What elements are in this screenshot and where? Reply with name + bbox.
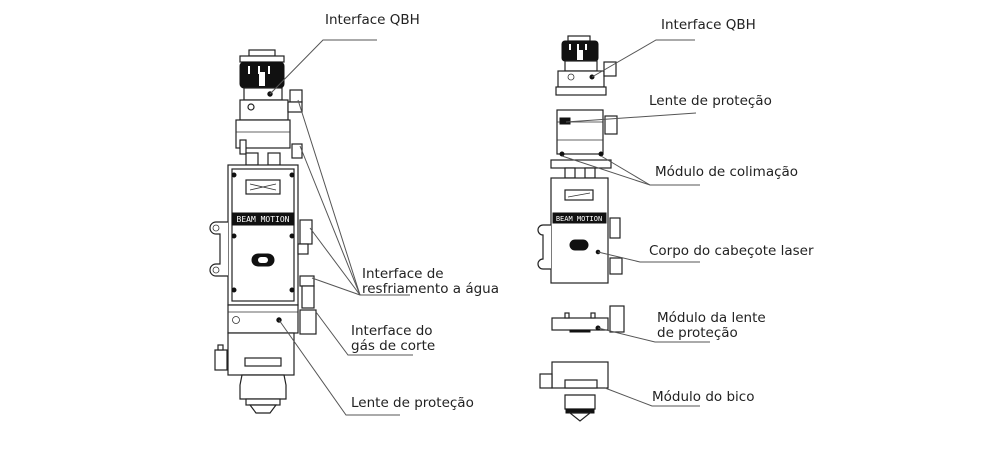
leader-left-lens <box>278 319 400 416</box>
label-left-protection-lens: Lente de proteção <box>351 395 474 411</box>
label-left-water-line2: resfriamento a água <box>362 281 500 297</box>
label-right-collimation-module: Módulo de colimação <box>655 164 799 180</box>
leader-right-lens <box>565 112 697 123</box>
right-qbh-module <box>555 35 617 96</box>
right-lens-module <box>551 305 625 333</box>
right-leader-lines <box>561 39 710 407</box>
leader-left-water-2 <box>299 145 361 296</box>
leader-left-water-4 <box>311 277 361 296</box>
label-left-cutting-gas: Interface do gás de corte <box>351 324 435 354</box>
leader-left-gas <box>315 311 413 356</box>
label-left-gas-line1: Interface do <box>351 323 433 339</box>
label-right-protection-lens: Lente de proteção <box>649 93 772 109</box>
label-left-gas-line2: gás de corte <box>351 338 436 354</box>
left-collimation-section <box>235 119 303 166</box>
label-right-qbh-interface: Interface QBH <box>661 17 756 33</box>
left-qbh-connector <box>239 49 303 121</box>
leader-left-water-3 <box>309 227 361 296</box>
left-lens-section <box>214 304 317 414</box>
left-brand-plate: BEAM MOTION <box>237 215 290 224</box>
label-right-head-body: Corpo do cabeçote laser <box>649 243 814 259</box>
leader-right-qbh <box>591 39 695 78</box>
label-left-water-line1: Interface de <box>362 266 444 282</box>
label-right-lens-module-line2: de proteção <box>657 325 738 341</box>
right-brand-plate: BEAM MOTION <box>556 215 602 223</box>
label-right-lens-module: Módulo da lente de proteção <box>657 311 766 341</box>
leader-right-body <box>597 251 700 263</box>
right-nozzle-module <box>539 361 609 422</box>
left-leader-lines <box>269 39 413 416</box>
left-laser-head-drawing: BEAM MOTION <box>209 49 317 414</box>
left-head-body: BEAM MOTION <box>209 164 315 309</box>
leader-right-collimation-2 <box>600 155 651 186</box>
leader-right-lens-module <box>597 327 710 343</box>
leader-right-nozzle <box>604 387 700 407</box>
label-right-lens-module-line1: Módulo da lente <box>657 310 766 326</box>
right-head-body: BEAM MOTION <box>537 177 623 284</box>
right-collimation-module <box>550 109 618 179</box>
label-left-qbh-interface: Interface QBH <box>325 12 420 28</box>
leader-left-qbh <box>269 39 377 95</box>
right-laser-head-drawing: BEAM MOTION <box>537 35 625 422</box>
label-right-nozzle-module: Módulo do bico <box>652 389 755 405</box>
label-left-water-cooling: Interface de resfriamento a água <box>362 267 499 297</box>
